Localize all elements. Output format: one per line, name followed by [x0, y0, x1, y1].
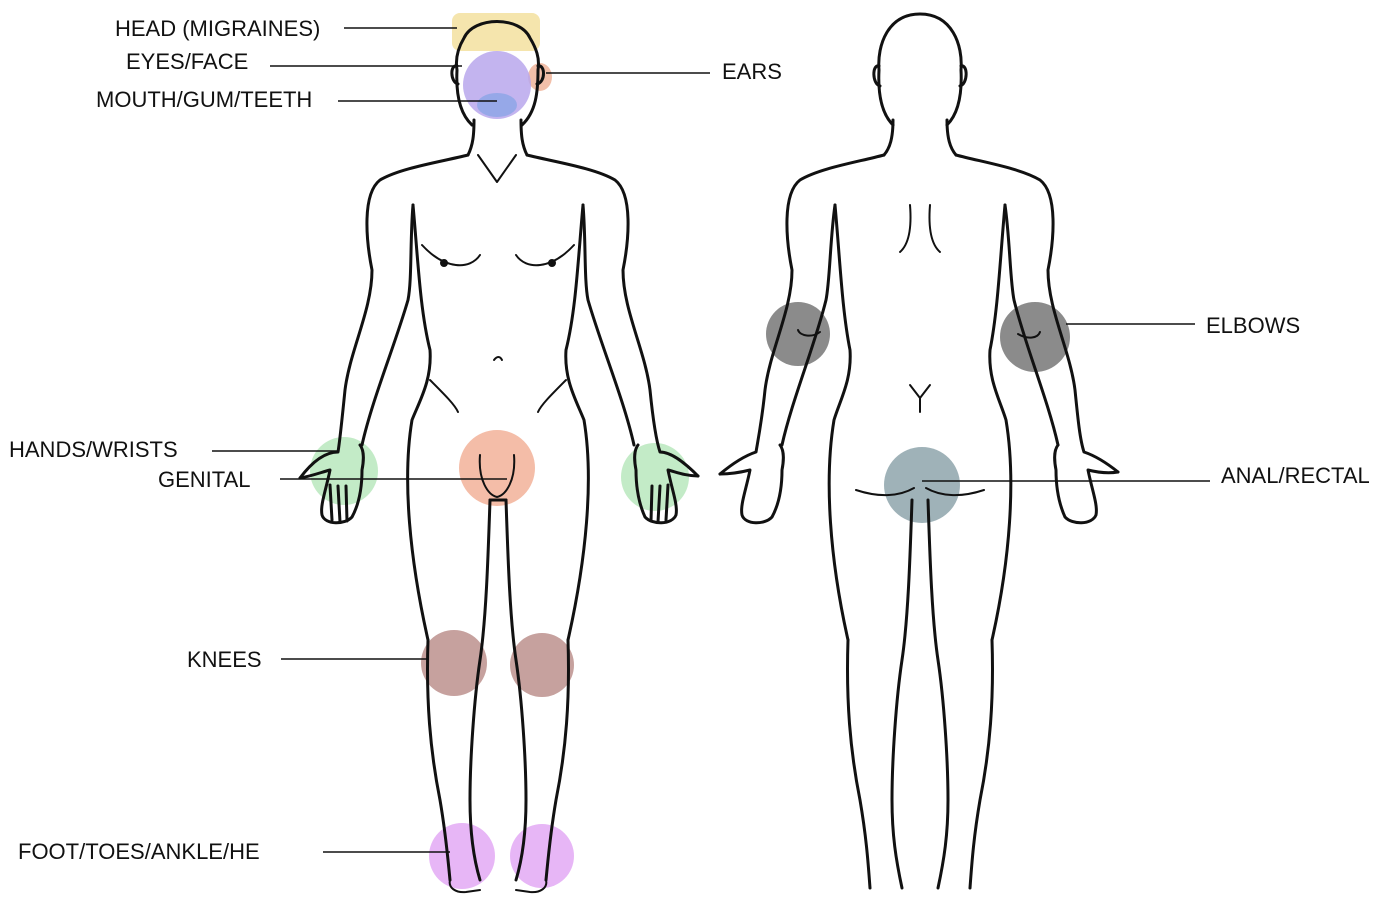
anal-highlight[interactable]: [884, 447, 960, 523]
label-genital: GENITAL: [158, 468, 251, 492]
label-mouth-gum-teeth: MOUTH/GUM/TEETH: [96, 88, 312, 112]
label-anal-rectal: ANAL/RECTAL: [1221, 464, 1370, 488]
foot-right-highlight[interactable]: [510, 824, 574, 888]
elbow-left-highlight[interactable]: [766, 302, 830, 366]
hand-right-highlight[interactable]: [621, 443, 689, 511]
hand-left-highlight[interactable]: [310, 437, 378, 505]
region-highlights: [310, 13, 1070, 889]
label-knees: KNEES: [187, 648, 262, 672]
label-ears: EARS: [722, 60, 782, 84]
label-hands-wrists: HANDS/WRISTS: [9, 438, 178, 462]
label-foot-toes-ankle: FOOT/TOES/ANKLE/HE: [18, 840, 280, 864]
foot-left-highlight[interactable]: [429, 823, 495, 889]
label-eyes-face: EYES/FACE: [126, 50, 248, 74]
label-elbows: ELBOWS: [1206, 314, 1300, 338]
mouth-highlight[interactable]: [477, 93, 517, 117]
label-head: HEAD (MIGRAINES): [115, 17, 320, 41]
genital-highlight[interactable]: [459, 430, 535, 506]
